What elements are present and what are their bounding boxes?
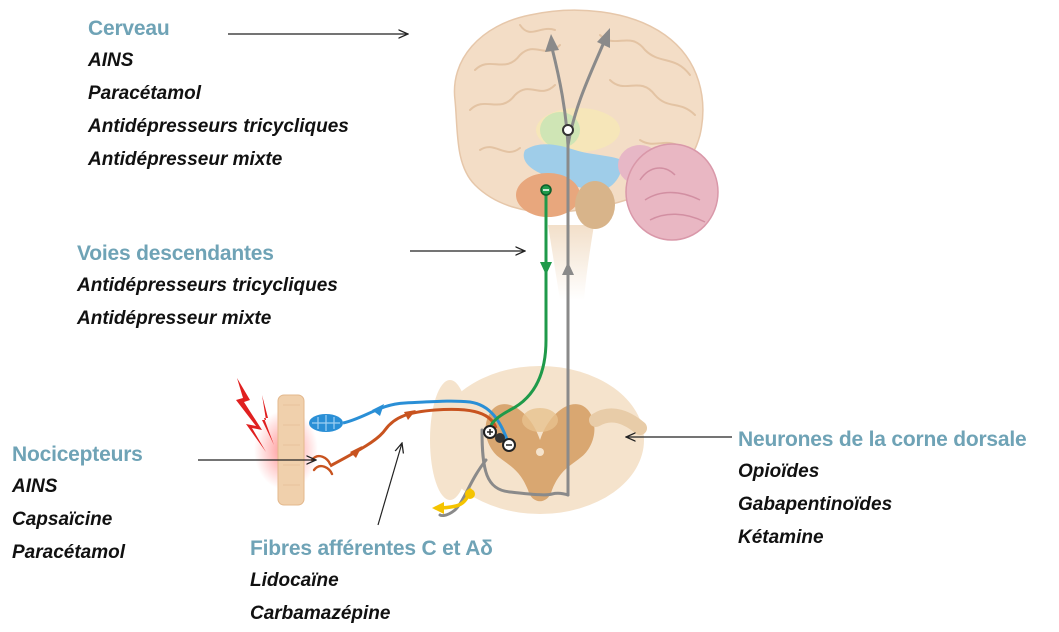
descending-arrowhead <box>540 262 552 275</box>
label-cerveau: Cerveau AINS Paracétamol Antidépresseurs… <box>88 14 349 176</box>
label-voies-descendantes: Voies descendantes Antidépresseurs tricy… <box>77 239 338 335</box>
fibres-item: Lidocaïne <box>250 564 493 597</box>
skin-icon <box>254 395 318 505</box>
neurones-title: Neurones de la corne dorsale <box>738 425 1027 455</box>
spinal-cord-icon <box>430 366 644 514</box>
nocicepteurs-item: AINS <box>12 470 143 503</box>
voies-title: Voies descendantes <box>77 239 338 269</box>
yellow-cell-body <box>465 489 475 499</box>
nocicepteurs-title: Nocicepteurs <box>12 440 143 470</box>
fibres-title: Fibres afférentes C et Aδ <box>250 534 493 564</box>
cerveau-item: Antidépresseurs tricycliques <box>88 110 349 143</box>
cerveau-item: Antidépresseur mixte <box>88 143 349 176</box>
thalamus-synapse <box>563 125 573 135</box>
voies-item: Antidépresseurs tricycliques <box>77 269 338 302</box>
cerveau-item: Paracétamol <box>88 77 349 110</box>
yellow-arrowhead <box>432 502 444 514</box>
neurones-item: Kétamine <box>738 521 1027 554</box>
cerveau-title: Cerveau <box>88 14 349 44</box>
label-nocicepteurs: Nocicepteurs AINS Capsaïcine Paracétamol <box>12 440 143 569</box>
a-delta-fiber-arrows <box>372 404 384 416</box>
neurones-item: Gabapentinoïdes <box>738 488 1027 521</box>
nocicepteurs-item: Capsaïcine <box>12 503 143 536</box>
cerveau-item: AINS <box>88 44 349 77</box>
brain-icon <box>454 10 718 300</box>
fibres-item: Carbamazépine <box>250 597 493 630</box>
voies-item: Antidépresseur mixte <box>77 302 338 335</box>
nocicepteurs-item: Paracétamol <box>12 536 143 569</box>
label-neurones-corne-dorsale: Neurones de la corne dorsale Opioïdes Ga… <box>738 425 1027 554</box>
label-fibres-afferentes: Fibres afférentes C et Aδ Lidocaïne Carb… <box>250 534 493 630</box>
neurones-item: Opioïdes <box>738 455 1027 488</box>
